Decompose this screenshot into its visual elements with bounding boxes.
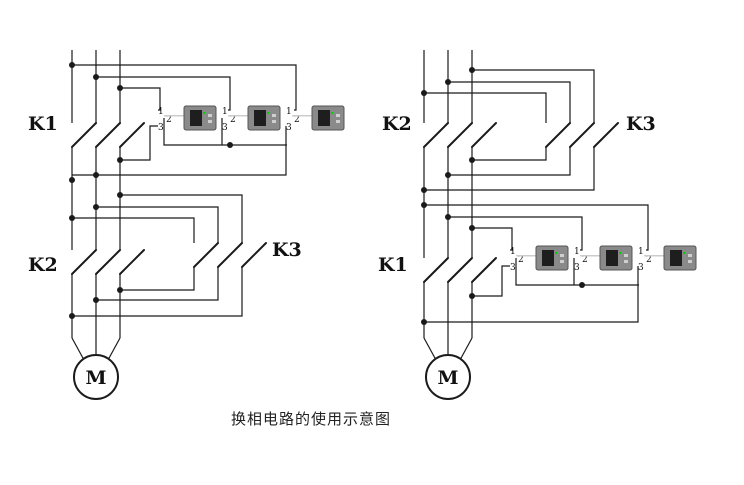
monitor-module-3-right: 1 2 3 (638, 245, 697, 273)
k2-contact-3 (119, 249, 145, 275)
figure-caption: 换相电路的使用示意图 (230, 410, 391, 428)
k2-contact-1-right (423, 122, 449, 148)
svg-text:2: 2 (230, 115, 236, 125)
k1-contact-3 (119, 122, 145, 148)
label-k2-right: K2 (382, 113, 412, 135)
k1-contact-1 (71, 122, 97, 148)
svg-text:1: 1 (286, 107, 292, 117)
svg-text:3: 3 (286, 123, 292, 133)
k1-contact-3-right (471, 257, 497, 283)
k1-contact-1-right (423, 257, 449, 283)
monitor-module-2: 1 2 3 (222, 105, 281, 133)
svg-text:1: 1 (158, 107, 164, 117)
svg-text:2: 2 (646, 255, 652, 265)
k3-contact-3-right (593, 122, 619, 148)
label-k2-left: K2 (28, 254, 58, 276)
monitor-module-2-right: 1 2 3 (574, 245, 633, 273)
k2-contact-2 (95, 249, 121, 275)
k2-contact-2-right (447, 122, 473, 148)
right-circuit: M 1 2 3 1 (378, 50, 697, 400)
label-k3-right: K3 (626, 113, 656, 135)
svg-text:3: 3 (510, 263, 516, 273)
svg-text:3: 3 (574, 263, 580, 273)
k3-contact-1 (193, 242, 219, 268)
monitor-module-1-right: 1 2 3 (510, 245, 569, 273)
motor-left (73, 354, 119, 400)
svg-text:2: 2 (582, 255, 588, 265)
svg-text:2: 2 (294, 115, 300, 125)
k3-contact-2-right (569, 122, 595, 148)
svg-text:1: 1 (222, 107, 228, 117)
motor-right (425, 354, 471, 400)
svg-text:2: 2 (518, 255, 524, 265)
left-circuit: M 1 2 3 1 (28, 50, 345, 400)
k1-contact-2-right (447, 257, 473, 283)
svg-text:3: 3 (158, 123, 164, 133)
svg-text:1: 1 (574, 247, 580, 257)
k3-contact-1-right (545, 122, 571, 148)
k1-contact-2 (95, 122, 121, 148)
k2-contact-3-right (471, 122, 497, 148)
svg-text:2: 2 (166, 115, 172, 125)
monitor-module-1: 1 2 3 (158, 105, 217, 133)
motor-label-right: M (437, 367, 458, 389)
svg-text:3: 3 (222, 123, 228, 133)
k2-contact-1 (71, 249, 97, 275)
label-k3-left: K3 (272, 239, 302, 261)
label-k1-right: K1 (378, 254, 408, 276)
motor-label-left: M (85, 367, 106, 389)
svg-text:1: 1 (510, 247, 516, 257)
svg-text:1: 1 (638, 247, 644, 257)
k3-contact-2 (217, 242, 243, 268)
monitor-module-3: 1 2 3 (286, 105, 345, 133)
svg-text:3: 3 (638, 263, 644, 273)
k3-contact-3 (241, 242, 267, 268)
label-k1-left: K1 (28, 113, 58, 135)
